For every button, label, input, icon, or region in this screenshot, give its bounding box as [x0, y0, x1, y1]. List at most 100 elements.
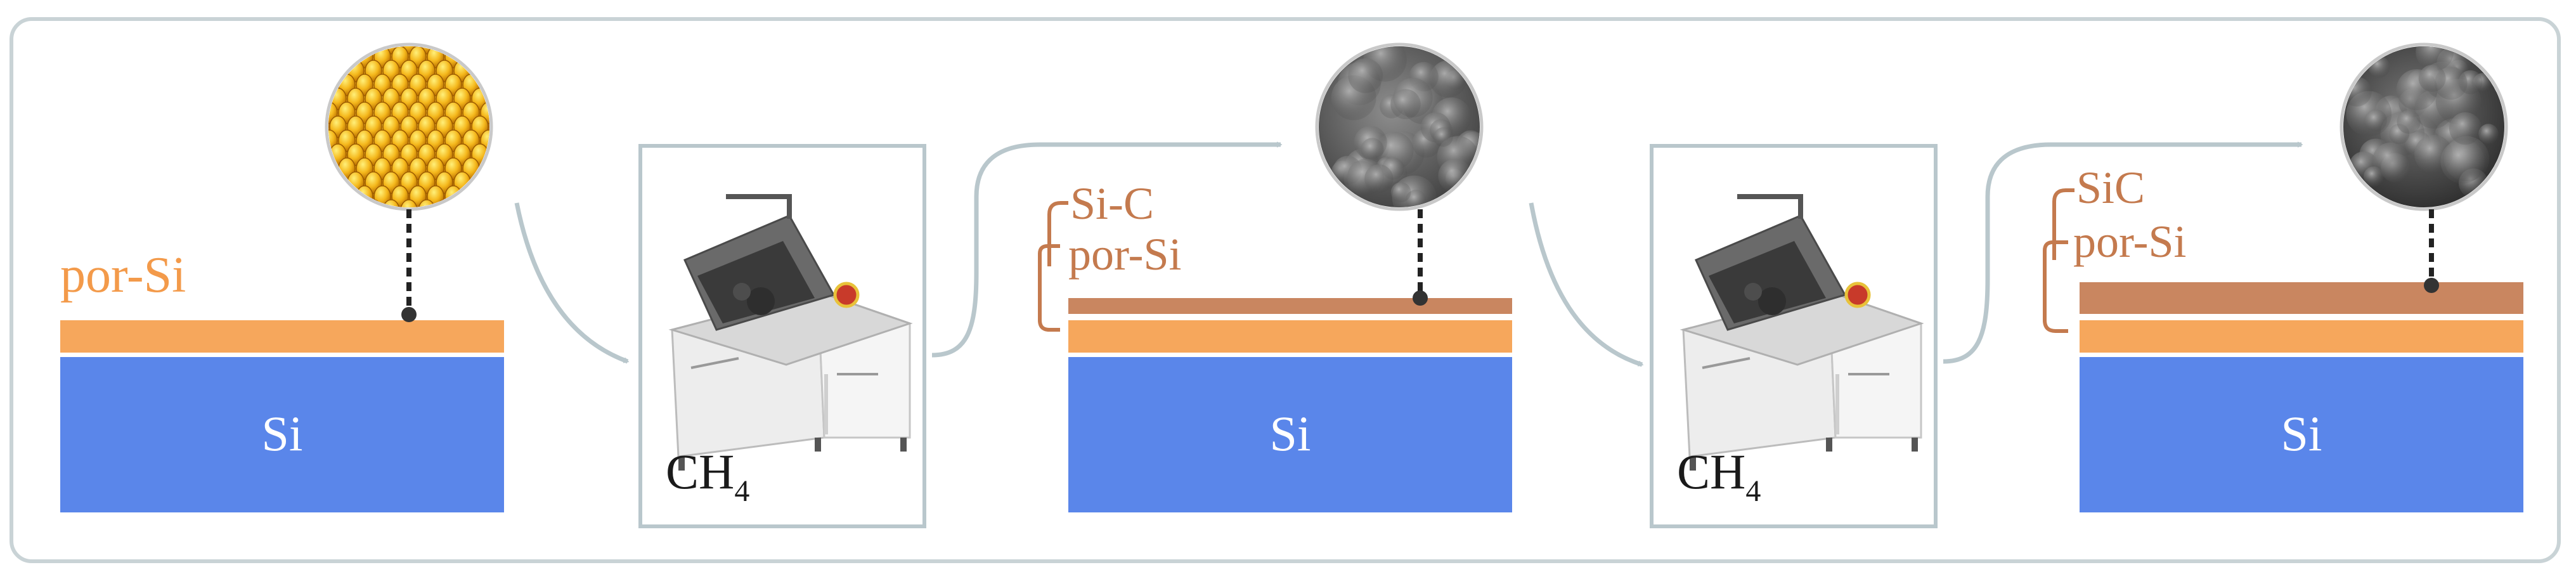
- top-layer-label: Si-C: [1070, 178, 1154, 229]
- pore-bump: [516, 130, 533, 152]
- substrate-label: Si: [1269, 406, 1311, 461]
- pore-bump: [534, 46, 550, 68]
- sic-layer: [2080, 282, 2523, 314]
- pore-bump: [525, 60, 541, 82]
- pore-bump: [303, 102, 320, 124]
- sem-grain: [2364, 109, 2387, 132]
- reactor-2: CH4: [1650, 144, 1938, 528]
- pore-bump: [507, 116, 524, 138]
- pore-bump: [489, 200, 506, 221]
- pore-bump: [347, 199, 365, 207]
- pore-bump: [525, 88, 541, 110]
- stage-3: Si SiC por-Si: [2043, 42, 2523, 512]
- pore-bump: [303, 74, 320, 96]
- sem-grain: [2449, 112, 2482, 145]
- substrate-label: Si: [2281, 406, 2322, 461]
- reactor-frame: [638, 144, 926, 528]
- top-layer-label: SiC: [2076, 162, 2145, 213]
- outer-frame: [10, 17, 2561, 563]
- probe-dot: [2424, 278, 2439, 293]
- pore-bump: [303, 46, 320, 68]
- pore-bump: [534, 74, 550, 96]
- si-substrate: [1068, 357, 1512, 512]
- sem-grain: [2418, 65, 2446, 92]
- pore-bump: [489, 32, 506, 54]
- pore-bump: [516, 46, 533, 68]
- probe-dot: [401, 307, 417, 322]
- pore-bump: [498, 158, 515, 179]
- pore-bump: [276, 88, 293, 110]
- pore-bump: [285, 46, 302, 68]
- pore-bump: [294, 116, 311, 138]
- sem-grain: [1361, 138, 1384, 161]
- bracket-mid: [1038, 250, 1060, 332]
- sem-grain: [1390, 89, 1421, 120]
- pore-bump: [498, 74, 515, 96]
- pore-bump: [507, 88, 524, 110]
- pore-bump: [303, 158, 320, 179]
- reactor-frame: [1650, 144, 1938, 528]
- pore-bump: [453, 199, 471, 207]
- layer-label: por-Si: [60, 247, 186, 303]
- pore-bump: [453, 46, 471, 55]
- gas-label: CH4: [1677, 444, 1761, 508]
- pore-bump: [328, 143, 329, 166]
- pore-bump: [294, 172, 311, 193]
- si-c-layer: [1068, 298, 1512, 314]
- pore-bump: [285, 74, 302, 96]
- pore-bump: [480, 185, 489, 207]
- pore-bump: [328, 185, 338, 207]
- por-si-layer: [60, 320, 504, 353]
- pore-bump: [294, 200, 311, 221]
- pore-bump: [347, 46, 365, 55]
- pore-bump: [498, 186, 515, 207]
- pore-bump: [507, 172, 524, 193]
- pore-bump: [303, 186, 320, 207]
- cvd-reactor-icon: [1680, 194, 1924, 471]
- stage-2: Si Si-C por-Si: [1038, 42, 1512, 512]
- bracket-mid-top: [2043, 240, 2068, 251]
- sem-micrograph-icon: [2340, 42, 2508, 211]
- pore-bump: [525, 200, 541, 221]
- pore-bump: [276, 200, 293, 221]
- pore-bump: [382, 199, 400, 207]
- flow-arrow-4: [1943, 141, 2303, 364]
- pore-bump: [534, 158, 550, 179]
- pore-bump: [276, 60, 293, 82]
- flow-arrow-3: [1529, 202, 1644, 367]
- pore-bump: [303, 130, 320, 152]
- gas-label: CH4: [666, 444, 749, 508]
- sem-micrograph-icon: [1315, 42, 1484, 211]
- flow-arrow-2: [931, 141, 1283, 358]
- sem-grain: [2372, 142, 2409, 179]
- pore-bump: [285, 186, 302, 207]
- reactor-1: CH4: [638, 144, 926, 528]
- pore-bump: [489, 60, 506, 82]
- pore-bump: [400, 199, 418, 207]
- pore-bump: [276, 172, 293, 193]
- pore-bump: [525, 172, 541, 193]
- pore-bump: [525, 144, 541, 166]
- bracket-top: [1047, 201, 1068, 250]
- probe-dot: [1413, 290, 1428, 306]
- pore-bump: [507, 32, 524, 54]
- pore-bump: [276, 116, 293, 138]
- pore-bump: [498, 130, 515, 152]
- pore-bump: [294, 144, 311, 166]
- pore-bump: [534, 186, 550, 207]
- flow-arrow-1: [514, 202, 630, 364]
- pore-bump: [471, 199, 489, 207]
- pore-bump: [480, 46, 489, 68]
- pore-bump: [329, 46, 347, 55]
- substrate-label: Si: [261, 406, 302, 461]
- pore-bump: [418, 199, 436, 207]
- si-substrate: [60, 357, 504, 512]
- cvd-reactor-icon: [668, 194, 913, 471]
- pore-bump: [525, 32, 541, 54]
- sem-grain: [2440, 139, 2485, 184]
- si-substrate: [2080, 357, 2523, 512]
- pore-bump: [294, 88, 311, 110]
- pore-bump: [516, 74, 533, 96]
- pore-bump: [285, 158, 302, 179]
- pore-bump: [534, 102, 550, 124]
